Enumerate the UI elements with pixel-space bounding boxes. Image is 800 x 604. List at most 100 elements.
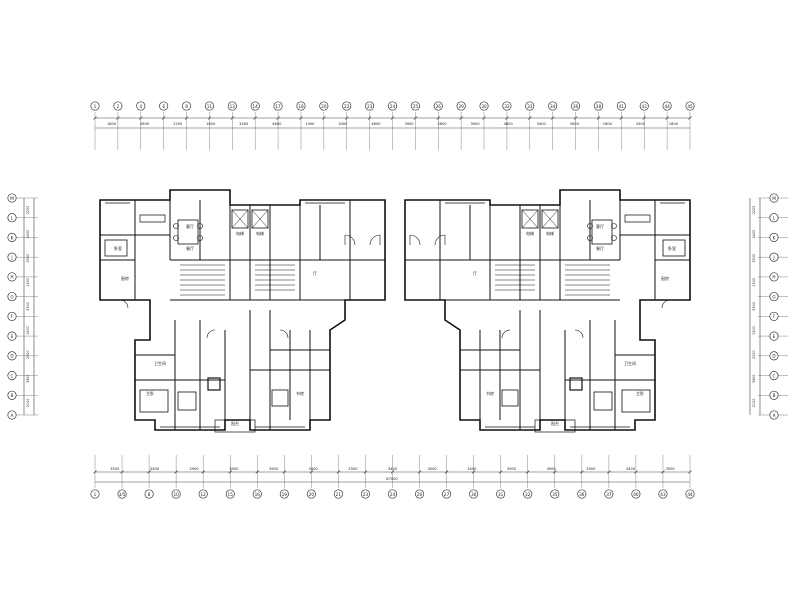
- right-axis-bubble-circle: [769, 292, 779, 302]
- right-axis-bubble-circle: [769, 193, 779, 203]
- bottom-axis-bubble-circle: [90, 489, 100, 499]
- left-side-dimension-value: 2400: [26, 230, 30, 239]
- left-axis-bubble: A: [11, 413, 14, 418]
- left-axis-bubble-circle: [7, 213, 17, 223]
- top-axis-bubble-circle: [433, 101, 443, 111]
- left-axis-bubble: J: [10, 255, 12, 260]
- bottom-axis-bubble-circle: [306, 489, 316, 499]
- bottom-axis-bubble-circle: [658, 489, 668, 499]
- bottom-axis-bubble-circle: [414, 489, 425, 499]
- right-axis-bubble: M: [772, 196, 776, 201]
- room-label: 客厅: [596, 223, 604, 229]
- left-side-dimension-value: 2200: [26, 206, 30, 215]
- top-axis-bubble-circle: [662, 101, 672, 111]
- top-dimension-value: 3400: [537, 122, 547, 126]
- top-axis-bubble-circle: [136, 101, 146, 111]
- top-axis-bubble: 1: [94, 104, 97, 109]
- right-axis-bubble-circle: [769, 390, 779, 400]
- bottom-axis-bubble: 30: [471, 492, 477, 497]
- room-label: 主卧: [146, 390, 154, 396]
- top-axis-bubble-circle: [456, 101, 466, 111]
- left-axis-bubble-circle: [7, 370, 17, 381]
- top-dimension-value: 3900: [471, 122, 481, 126]
- right-side-dimension-value: 2100: [752, 399, 756, 408]
- bottom-axis-bubble-circle: [496, 489, 506, 499]
- left-side-dimension-value: 1500: [26, 278, 30, 287]
- left-axis-bubble: F: [11, 314, 14, 319]
- top-dimension-value: 3400: [338, 122, 348, 126]
- top-axis-bubble: 34: [550, 104, 556, 109]
- left-axis-bubble-circle: [7, 272, 17, 282]
- top-dimension-value: 3500: [570, 122, 580, 126]
- bottom-axis-bubble-circle: [631, 489, 641, 499]
- top-axis-bubble: 11: [207, 104, 213, 109]
- top-axis-bubble: 23: [367, 104, 373, 109]
- left-building-plan: [99, 189, 386, 433]
- left-axis-bubble: K: [11, 235, 14, 240]
- left-axis-bubble: L: [11, 216, 14, 221]
- right-axis-bubble: L: [773, 216, 776, 221]
- room-label: 卧室: [114, 245, 122, 251]
- bottom-axis-bubble: 8: [148, 492, 151, 497]
- bottom-dimension-value: 3400: [467, 467, 477, 471]
- top-axis-bubble-circle: [548, 101, 558, 111]
- right-axis-bubble-circle: [769, 252, 779, 262]
- left-axis-bubble-circle: [7, 351, 17, 361]
- top-axis-bubble-circle: [616, 101, 626, 111]
- bottom-axis-bubble: 1: [94, 492, 97, 497]
- room-label: 卧室: [668, 245, 676, 251]
- top-axis-bubble: 29: [458, 104, 464, 109]
- bottom-axis-bubble: 35: [552, 492, 558, 497]
- bottom-dimension-value: 2900: [586, 467, 596, 471]
- top-axis-bubble: 6: [162, 104, 165, 109]
- top-dimension-value: 4800: [371, 122, 381, 126]
- top-axis-bubble: 25: [413, 104, 419, 109]
- top-dimension-value: 2800: [140, 122, 150, 126]
- left-side-dimension-value: 3300: [26, 254, 30, 263]
- right-axis-bubble-circle: [769, 351, 779, 361]
- bottom-dimension-value: 3400: [150, 467, 160, 471]
- right-axis-bubble: K: [773, 235, 776, 240]
- right-side-dimension-value: 2200: [752, 206, 756, 215]
- left-elevator-1: [231, 209, 249, 229]
- bottom-dimension-value: 2900: [190, 467, 200, 471]
- left-sofa: [139, 214, 166, 223]
- top-axis-bubble-circle: [685, 101, 695, 111]
- top-axis-bubble-circle: [227, 101, 237, 111]
- bottom-axis-bubble-circle: [442, 489, 452, 499]
- top-axis-bubble-circle: [410, 101, 420, 111]
- top-axis-bubble: 38: [596, 104, 602, 109]
- bottom-axis-bubble-circle: [577, 489, 587, 499]
- room-label: 餐厅: [596, 245, 604, 251]
- left-side-dimension-value: 2000: [26, 350, 30, 359]
- top-axis-bubble-circle: [639, 101, 649, 111]
- top-axis-bubble: 33: [527, 104, 533, 109]
- top-dimension-value: 1600: [206, 122, 216, 126]
- bottom-axis-bubble: 21: [336, 492, 342, 497]
- top-axis-bubble-circle: [342, 101, 352, 111]
- right-side-dimension-value: 1500: [752, 326, 756, 335]
- bottom-axis-bubble-circle: [252, 489, 262, 499]
- top-axis-bubble-circle: [250, 101, 260, 111]
- left-side-dimension-value: 1500: [26, 326, 30, 335]
- top-axis-bubble: 17: [275, 104, 281, 109]
- right-axis-bubble: C: [773, 373, 776, 378]
- top-axis-bubble-circle: [502, 101, 512, 111]
- bottom-dimension-value: 3900: [269, 467, 279, 471]
- room-label: 厅: [473, 271, 477, 276]
- right-axis-bubble-circle: [769, 213, 779, 223]
- left-dimension-line: MLKJHGFEDCBA2200240033001500330015002000…: [7, 193, 38, 420]
- right-axis-bubble-circle: [769, 311, 779, 321]
- top-dimension-value: 1900: [305, 122, 315, 126]
- right-side-dimension-value: 3300: [752, 375, 756, 384]
- top-axis-bubble-circle: [387, 101, 398, 111]
- top-axis-bubble: 4: [139, 104, 142, 109]
- room-label: 厨房: [121, 275, 129, 281]
- left-axis-bubble-circle: [7, 390, 17, 400]
- room-label: 厨房: [661, 275, 669, 281]
- left-axis-bubble-circle: [7, 292, 17, 302]
- right-axis-bubble: G: [772, 294, 775, 299]
